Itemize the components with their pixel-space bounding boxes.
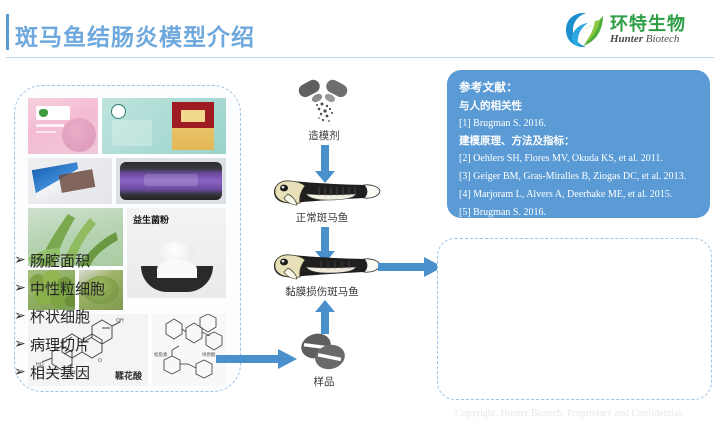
flow-arrow-up-sample	[315, 300, 335, 334]
logo-name-en-light: Biotech	[645, 33, 680, 45]
collage-item-teal-box	[102, 98, 226, 154]
collage-item-green-herb	[28, 270, 75, 310]
outcome-bullet-icon: ➢	[14, 336, 26, 352]
outcome-bullet-icon: ➢	[14, 280, 26, 296]
outcome-bullet-icon: ➢	[14, 308, 26, 324]
reference-item: [1] Brugman S. 2016.	[459, 118, 546, 129]
probiotic-powder-caption: 益生菌粉	[133, 216, 170, 226]
page-title: 斑马鱼结肠炎模型介绍	[15, 25, 255, 51]
reference-item: [5] Brugman S. 2016.	[459, 207, 546, 218]
collage-item-purple-tube	[116, 158, 226, 204]
pink-box-graphic	[62, 118, 96, 152]
references-box: 参考文献： 与人的相关性 [1] Brugman S. 2016. 建模原理、方…	[447, 70, 710, 218]
flow-label-sample: 样品	[313, 376, 335, 388]
brand-logo: 环特生物 Hunter Biotech	[562, 8, 712, 52]
references-title: 参考文献：	[459, 80, 518, 94]
flow-arrow-right-outcomes	[378, 257, 443, 277]
pink-box-label-icon	[36, 106, 70, 120]
collage-item-chemical-structure-2: 松脂素 绿原酸	[152, 314, 226, 386]
polyphenol-structures-icon: 松脂素 绿原酸	[154, 314, 223, 379]
svg-text:OH: OH	[68, 370, 76, 376]
herb-dish-graphic	[83, 276, 119, 304]
header-divider	[6, 57, 714, 58]
collage-item-probiotic-powder: 益生菌粉	[127, 208, 226, 298]
capsule-open-icon	[298, 79, 348, 122]
outcome-item-2: 中性粒细胞	[30, 280, 106, 298]
chemical-1-caption: 鞣花酸	[114, 372, 142, 382]
teal-box-red-package	[172, 102, 214, 150]
outcome-bullet-icon: ➢	[14, 252, 26, 268]
hunter-biotech-leaf-logo-icon	[566, 12, 603, 48]
flow-label-normal-zebrafish: 正常斑马鱼	[295, 212, 349, 224]
outcomes-box	[437, 238, 712, 400]
references-section-1: 与人的相关性	[459, 100, 522, 112]
pink-box-line	[36, 124, 64, 127]
flow-arrow-down-2	[315, 227, 335, 263]
collage-item-blue-sachet	[28, 158, 112, 204]
zebrafish-normal-icon	[274, 180, 381, 206]
svg-text:OH: OH	[116, 318, 124, 324]
logo-name-en-bold: Hunter	[610, 33, 644, 45]
collage-item-chemical-structure-1: OH HO OH O 鞣花酸	[28, 314, 148, 386]
pink-box-line-2	[36, 131, 56, 133]
svg-text:松脂素: 松脂素	[154, 351, 168, 358]
zebrafish-damaged-icon	[274, 254, 381, 280]
flow-arrow-down-1	[315, 145, 335, 183]
collage-item-pink-box	[28, 98, 98, 154]
teal-box-calligraphy	[112, 120, 152, 146]
collage-item-herb-dish	[79, 270, 123, 310]
header-accent-bar	[6, 14, 9, 50]
reference-item: [4] Marjoram L, Alvers A, Deerhake ME, e…	[459, 189, 673, 200]
svg-text:HO: HO	[36, 362, 44, 368]
references-section-2: 建模原理、方法及指标：	[459, 135, 575, 147]
outcome-item-4: 病理切片	[30, 336, 91, 354]
copyright-notice: Copyright, Hunter Biotech, Proprietary a…	[455, 408, 684, 419]
outcome-item-1: 肠腔面积	[30, 252, 91, 270]
logo-name-cn: 环特生物	[610, 14, 686, 35]
svg-text:绿原酸: 绿原酸	[202, 351, 216, 358]
flow-label-modeling-agent: 造模剂	[308, 130, 340, 142]
tablets-icon	[301, 333, 345, 370]
outcome-bullet-icon: ➢	[14, 364, 26, 380]
green-herb-graphic	[30, 270, 75, 308]
purple-tube-body	[120, 162, 222, 200]
flow-label-damaged-zebrafish: 黏膜损伤斑马鱼	[285, 286, 359, 298]
teal-box-emblem-icon	[111, 104, 126, 119]
reference-item: [2] Oehlers SH, Flores MV, Okuda KS, et …	[459, 153, 663, 164]
powder-pile-graphic	[157, 260, 197, 278]
product-sample-collage: 益生菌粉	[28, 98, 226, 386]
ellagic-acid-structure-icon: OH HO OH O	[36, 318, 124, 376]
svg-text:O: O	[98, 358, 102, 364]
flow-arrow-right-sample	[216, 349, 297, 369]
logo-name-en: Hunter Biotech	[610, 33, 679, 45]
aloe-plant-graphic	[28, 214, 118, 266]
outcome-item-3: 杯状细胞	[30, 308, 91, 326]
outcome-item-5: 相关基因	[30, 364, 91, 382]
collage-item-aloe-plant	[28, 208, 123, 266]
reference-item: [3] Geiger BM, Gras-Miralles B, Ziogas D…	[459, 171, 687, 182]
